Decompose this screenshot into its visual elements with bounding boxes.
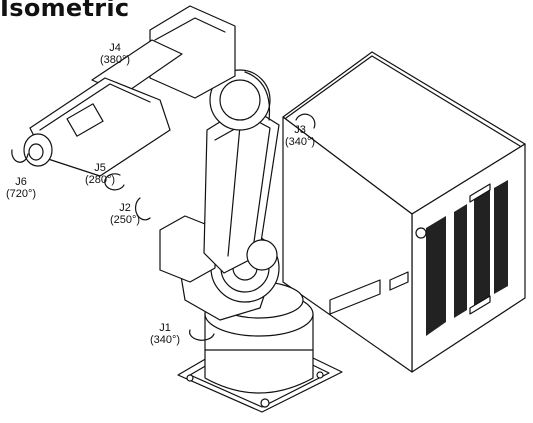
joint-range: (340°)	[150, 334, 181, 346]
joint-id: J1	[159, 322, 171, 334]
joint-id: J4	[109, 42, 121, 54]
joint-range: (250°)	[110, 214, 141, 226]
joint-id: J6	[15, 176, 27, 188]
joint-label-j1: J1 (340°)	[150, 322, 180, 346]
vent-grille	[426, 180, 508, 336]
joint-id: J5	[94, 162, 106, 174]
joint-label-j4: J4 (380°)	[100, 42, 130, 66]
rotation-arrows	[11, 113, 316, 341]
joint-range: (280°)	[85, 174, 116, 186]
joint-range: (720°)	[6, 188, 37, 200]
joint-label-j5: J5 (280°)	[85, 162, 115, 186]
joint-label-j2: J2 (250°)	[110, 202, 140, 226]
joint-range: (380°)	[100, 54, 131, 66]
joint-range: (340°)	[285, 136, 316, 148]
elbow-joint	[209, 69, 271, 131]
controller-cabinet	[282, 51, 526, 373]
joint-id: J2	[119, 202, 131, 214]
page-title: Isometric	[0, 0, 130, 22]
upper-arm	[91, 5, 236, 99]
joint-label-j6: J6 (720°)	[6, 176, 36, 200]
wrist-assembly	[23, 77, 171, 177]
joint-id: J3	[294, 124, 306, 136]
joint-label-j3: J3 (340°)	[285, 124, 315, 148]
